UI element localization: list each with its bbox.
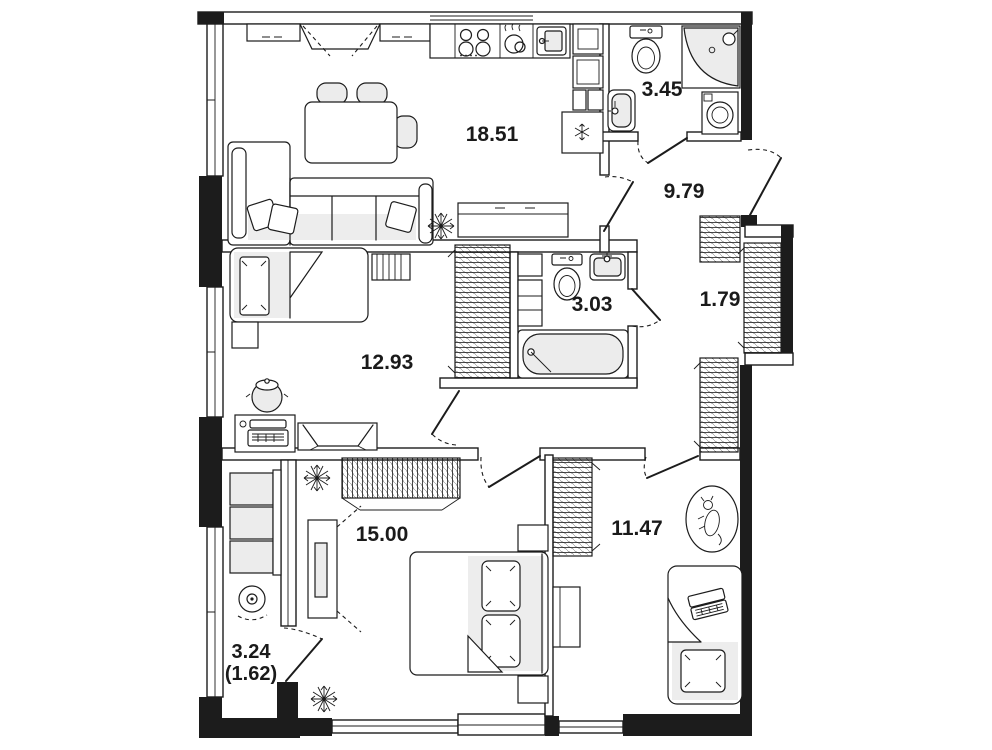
room-label-bedroom-second: 11.47	[611, 517, 662, 540]
cabinet-icon	[572, 55, 604, 89]
room-label-bathroom-2: 3.03	[572, 293, 613, 316]
door-swing-icon	[603, 176, 634, 232]
wall-cabinet-icon	[246, 23, 301, 42]
nightstand-icon	[231, 321, 259, 349]
room-bathroom-2	[517, 253, 629, 379]
room-label-bedroom-children: 12.93	[361, 351, 414, 374]
washbasin-icon	[607, 89, 636, 132]
room-label-bedroom-master: 15.00	[356, 523, 409, 546]
toilet-icon	[551, 253, 583, 301]
wall-top	[197, 11, 753, 25]
kitchen-sink-icon	[536, 26, 567, 56]
door-swing-icon	[431, 390, 460, 446]
wardrobe-icon	[693, 357, 739, 453]
door-swing-icon	[631, 288, 661, 328]
toilet-icon	[629, 25, 663, 74]
room-label-kitchen-living: 18.51	[466, 123, 519, 146]
plant-pot-icon	[245, 378, 289, 413]
room-label-bathroom: 3.45	[642, 78, 683, 101]
room-label-closet: 1.79	[700, 288, 741, 311]
room-kitchen-living	[227, 23, 604, 246]
door-swing-icon	[480, 455, 541, 488]
kitchen-window	[430, 15, 533, 21]
wardrobe-icon	[552, 457, 601, 557]
doors	[283, 137, 782, 682]
dog-rug-icon	[685, 485, 739, 553]
shower-cabin-icon	[681, 25, 741, 89]
laptop-icon	[687, 587, 729, 621]
balcony-glazing	[280, 459, 297, 627]
dish-rack-icon	[504, 23, 526, 54]
door-swing-icon	[643, 455, 699, 479]
door-swing-icon	[637, 137, 688, 164]
single-bed-icon	[229, 247, 369, 323]
room-closet	[693, 215, 782, 453]
room-bedroom-children	[229, 244, 511, 453]
washing-machine-icon	[701, 91, 739, 135]
room-bathroom	[607, 25, 741, 135]
single-bed-icon	[667, 565, 743, 705]
fan-icon	[237, 585, 268, 621]
nightstand-icon	[517, 675, 549, 704]
wardrobe-icon	[737, 242, 782, 354]
wardrobe-icon	[447, 244, 511, 379]
fridge-icon	[561, 111, 604, 154]
nightstand-icon	[517, 524, 549, 552]
cabinet-icon	[517, 279, 543, 327]
entrance-door-swing-icon	[747, 148, 782, 216]
bench-icon	[297, 422, 378, 451]
laptop-icon	[247, 419, 289, 447]
dresser-icon	[552, 586, 581, 648]
room-bedroom-master	[303, 457, 549, 713]
double-bed-icon	[409, 551, 549, 676]
room-bedroom-second	[552, 457, 743, 705]
cooker-hood-icon	[299, 23, 381, 50]
dresser-icon	[371, 253, 411, 281]
stove-icon	[458, 28, 491, 57]
balcony-door-swing-icon	[283, 627, 323, 682]
washbasin-icon	[589, 253, 626, 281]
plant-icon	[310, 685, 338, 713]
window-bottom-1	[331, 719, 459, 734]
balcony-shelving-icon	[229, 469, 282, 576]
desk-icon	[234, 414, 296, 453]
wall-bath-hall-left	[599, 131, 639, 142]
room-labels: 18.51 3.45 9.79 3.03 1.79 12.93 15.00 11…	[225, 78, 741, 685]
walls	[197, 11, 794, 738]
room-label-hallway: 9.79	[664, 180, 705, 203]
cabinet-icon	[517, 253, 543, 277]
room-balcony	[229, 469, 282, 621]
plant-icon	[303, 464, 331, 492]
wall-cabinet-icon	[379, 23, 431, 42]
dining-table-icon	[304, 82, 418, 164]
room-label-balcony: 3.24	[232, 641, 272, 663]
wall-bath2-bottom	[439, 377, 638, 389]
room-label-balcony-secondary: (1.62)	[225, 663, 277, 685]
mirror-panel-icon	[307, 505, 362, 633]
sideboard-icon	[457, 202, 569, 238]
sofa-icon	[227, 141, 434, 246]
window-bottom-sill	[457, 713, 546, 736]
wardrobe-icon	[341, 457, 461, 511]
cabinet-icon	[572, 23, 604, 55]
bathtub-icon	[517, 329, 629, 379]
wardrobe-icon	[699, 215, 741, 263]
